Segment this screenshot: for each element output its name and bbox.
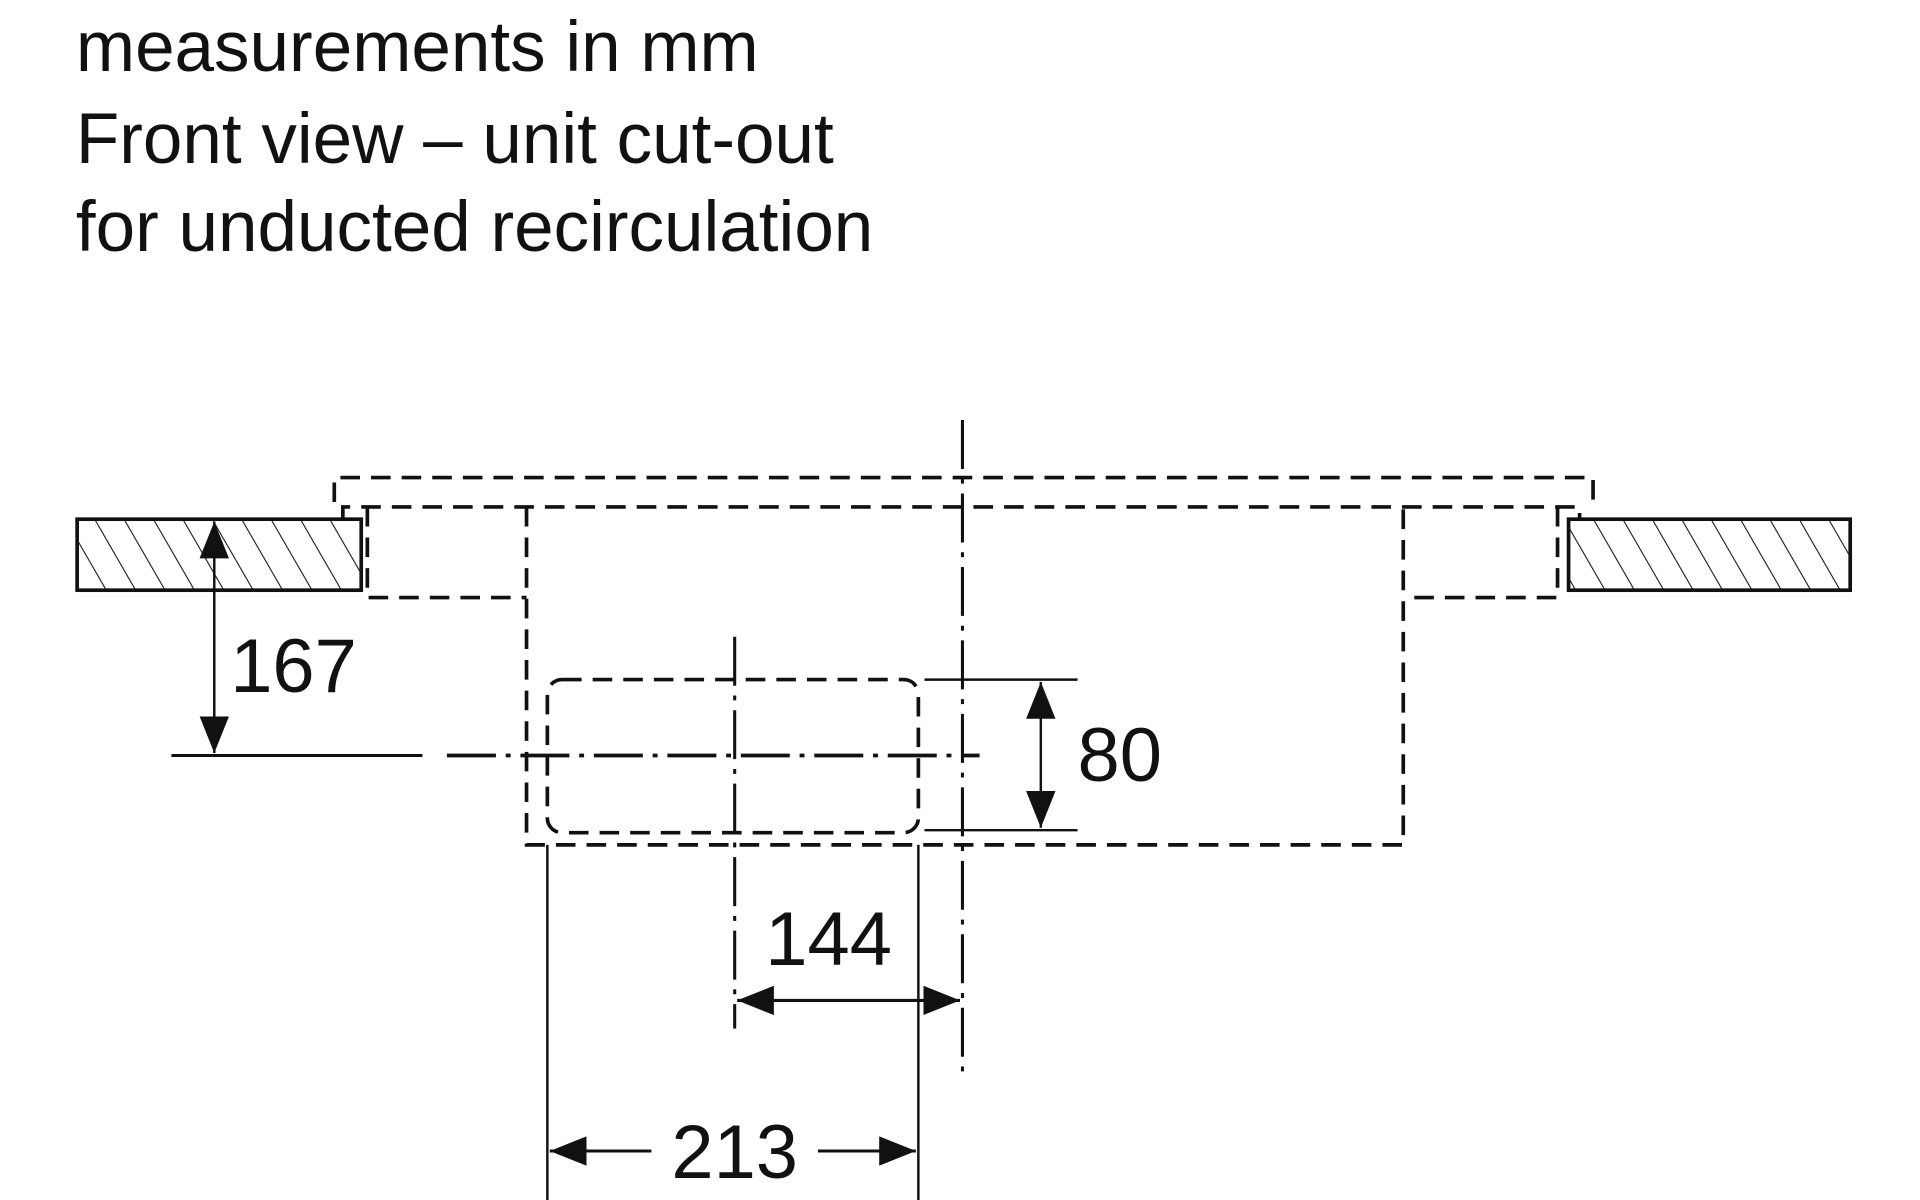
dimension-80: 80 [924, 678, 1162, 832]
dimension-213: 213 [549, 1110, 916, 1195]
worktop-left [75, 517, 364, 593]
dimension-167-label: 167 [230, 624, 357, 709]
dimension-80-label: 80 [1078, 713, 1162, 798]
title-line-2: Front view – unit cut-out [76, 100, 834, 179]
center-lines [171, 420, 980, 1078]
dimension-167: 167 [199, 521, 357, 754]
worktop-right [1566, 517, 1853, 593]
title-line-1: measurements in mm [76, 8, 759, 87]
dimension-144-label: 144 [765, 897, 892, 982]
dimension-144: 144 [737, 897, 960, 1016]
title-block: measurements in mm Front view – unit cut… [76, 8, 873, 267]
extension-lines [546, 844, 920, 1200]
dimension-213-label: 213 [671, 1110, 798, 1195]
title-line-3: for unducted recirculation [76, 188, 873, 267]
